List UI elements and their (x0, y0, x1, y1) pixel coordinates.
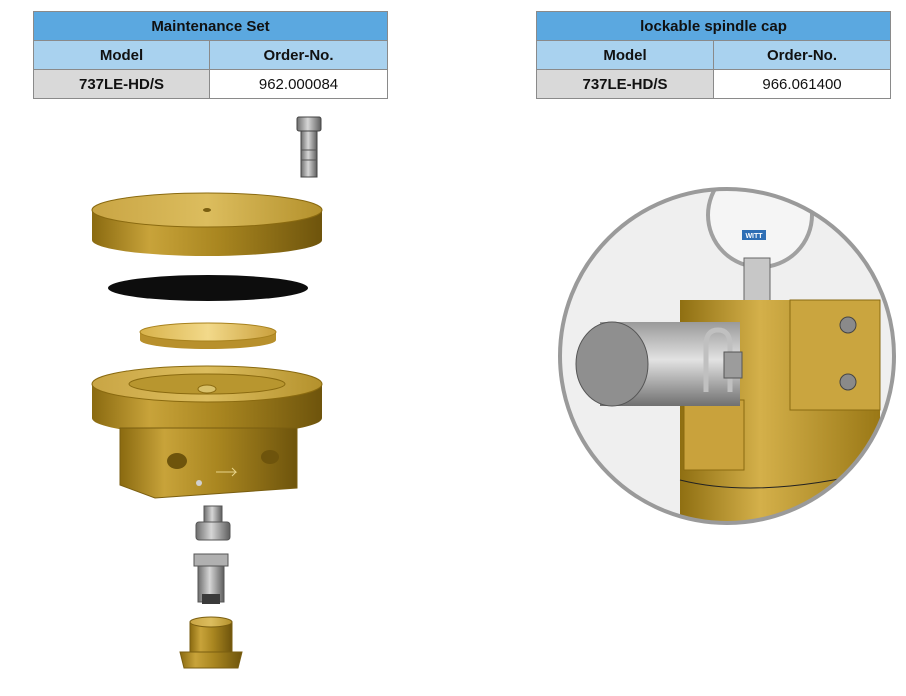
table-title: lockable spindle cap (536, 11, 891, 41)
bolt (296, 116, 322, 178)
pressure-disc (139, 322, 277, 349)
spring-cap (179, 616, 243, 669)
lock-shackle (703, 327, 733, 392)
regulator-body (91, 365, 323, 499)
order-number-cell: 962.000084 (209, 69, 388, 99)
lockable-spindle-cap-table: lockable spindle cap Model Order-No. 737… (536, 11, 891, 99)
model-cell: 737LE-HD/S (536, 69, 714, 99)
diaphragm (108, 275, 308, 301)
pressure-gauge (706, 189, 814, 269)
model-cell: 737LE-HD/S (33, 69, 210, 99)
column-header-model: Model (536, 40, 714, 70)
table-title: Maintenance Set (33, 11, 388, 41)
column-header-order-no: Order-No. (713, 40, 891, 70)
maintenance-set-table: Maintenance Set Model Order-No. 737LE-HD… (33, 11, 388, 99)
valve-spindle (193, 505, 231, 604)
order-number-cell: 966.061400 (713, 69, 891, 99)
gauge-brand-label: WITT (745, 233, 763, 240)
cover-plate (91, 192, 323, 256)
